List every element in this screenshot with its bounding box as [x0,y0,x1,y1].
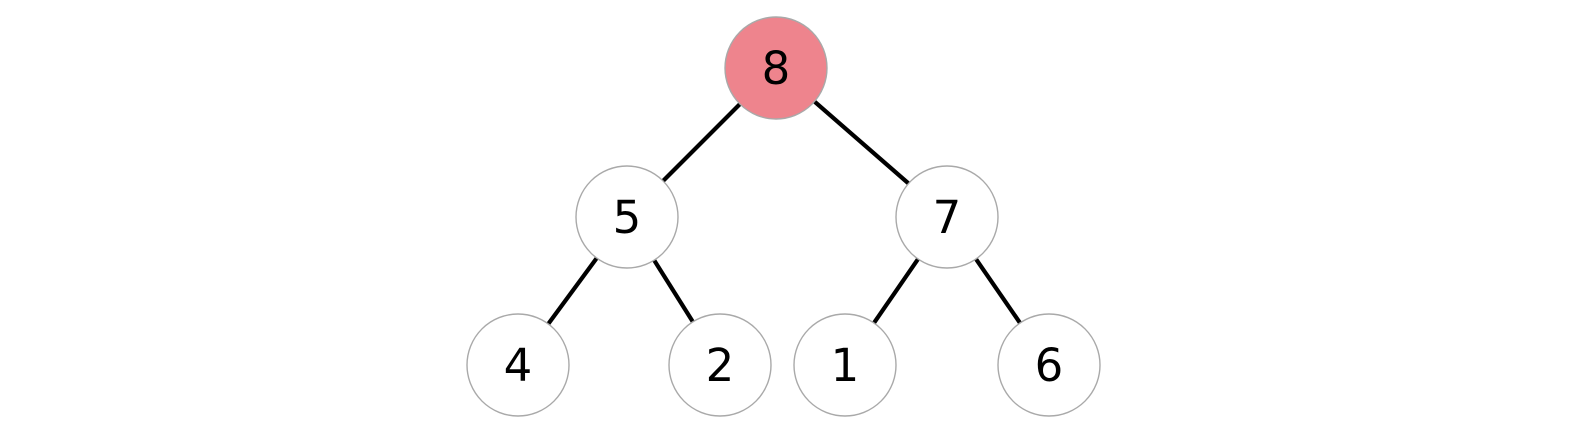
node-circle [895,165,999,269]
node-label: 6 [1035,339,1064,392]
node-circle [793,313,897,417]
node-circle [575,165,679,269]
node-label: 1 [831,339,860,392]
node-circle [997,313,1101,417]
node-label: 4 [504,339,533,392]
tree-node-2: 2 [668,313,772,417]
node-label: 2 [706,339,735,392]
node-circle-highlighted [724,16,828,120]
node-label: 8 [762,42,791,95]
tree-node-5: 5 [575,165,679,269]
tree-node-8: 8 [724,16,828,120]
tree-node-7: 7 [895,165,999,269]
node-label: 7 [933,191,962,244]
node-circle [668,313,772,417]
tree-node-6: 6 [997,313,1101,417]
tree-node-4: 4 [466,313,570,417]
node-circle [466,313,570,417]
tree-node-1: 1 [793,313,897,417]
node-label: 5 [613,191,642,244]
